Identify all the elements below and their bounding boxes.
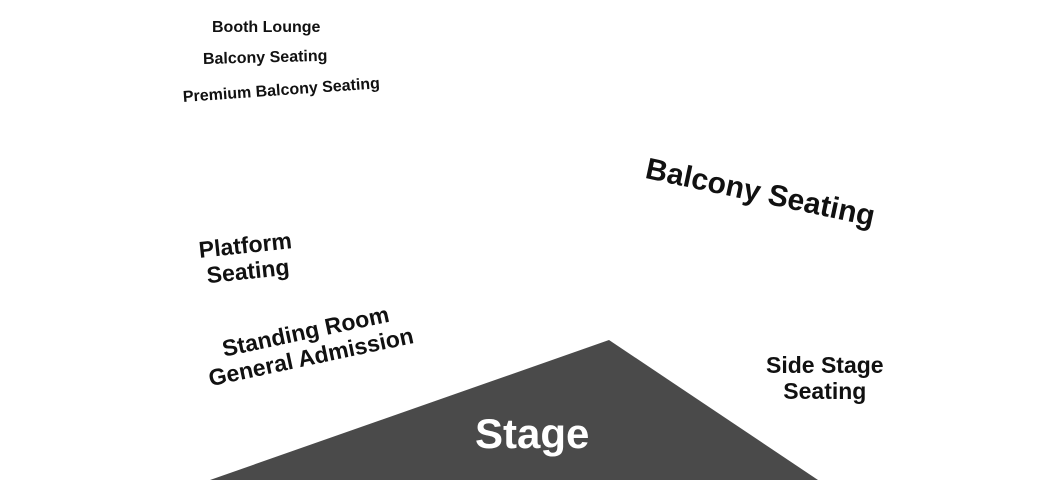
stage-label[interactable]: Stage — [475, 410, 590, 457]
section-side-stage-seating[interactable]: Side Stage Seating — [766, 352, 884, 405]
section-booth-lounge[interactable]: Booth Lounge — [212, 19, 321, 36]
section-balcony-seating-upper[interactable]: Balcony Seating — [202, 47, 328, 68]
section-platform-seating[interactable]: Platform Seating — [197, 227, 295, 289]
section-side-stage-line-2: Seating — [783, 378, 867, 405]
section-side-stage-line-1: Side Stage — [766, 352, 884, 378]
